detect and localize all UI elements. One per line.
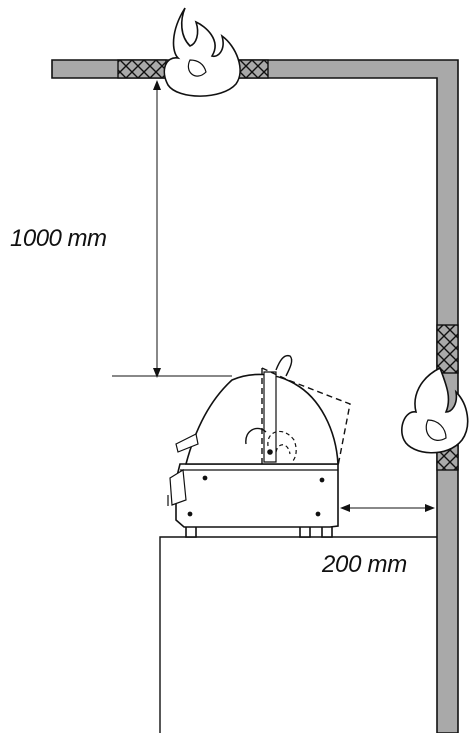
horizontal-dimension <box>340 504 435 512</box>
flame-icon <box>401 366 469 454</box>
hatch-combustible-icon <box>436 324 459 374</box>
flame-icon <box>163 7 241 97</box>
side-clearance-label: 200 mm <box>322 551 407 578</box>
vertical-clearance-label: 1000 mm <box>10 225 107 252</box>
hatch-combustible-icon <box>117 59 167 79</box>
counter-surface <box>159 536 437 733</box>
grill-appliance <box>167 354 351 538</box>
vertical-dimension <box>112 80 232 378</box>
